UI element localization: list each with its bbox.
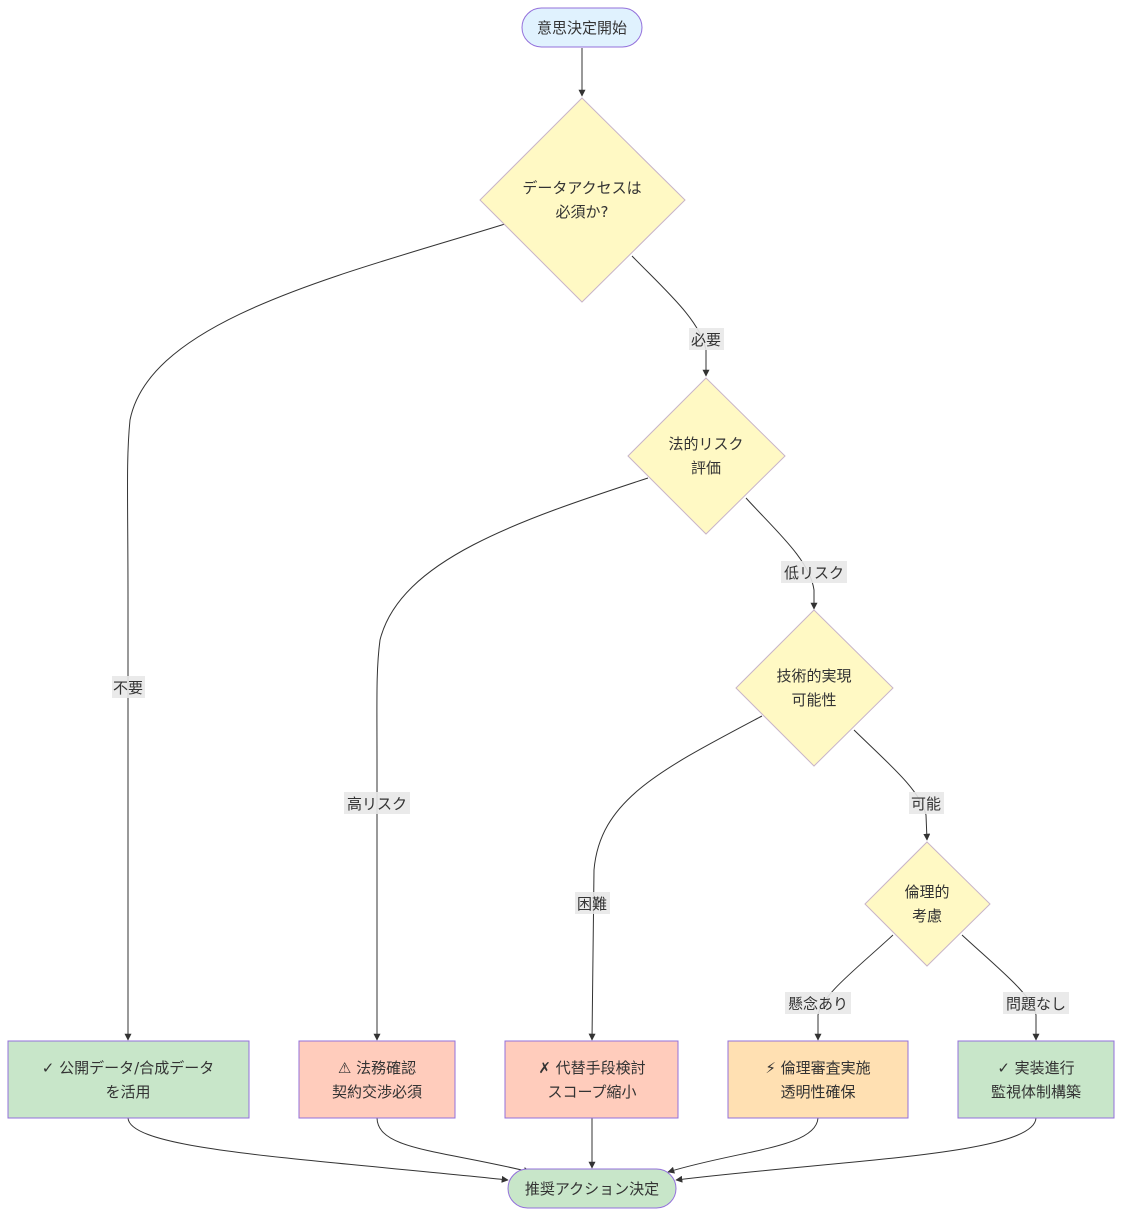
edge-tech-difficult: [588, 715, 763, 1041]
svg-text:必須か?: 必須か?: [556, 203, 609, 221]
node-ethics-review-outcome: ⚡ 倫理審査実施 透明性確保: [727, 1040, 909, 1119]
svg-text:契約交渉必須: 契約交渉必須: [332, 1083, 422, 1101]
svg-text:高リスク: 高リスク: [347, 795, 407, 813]
edge-data-access-not-needed: [124, 223, 506, 1041]
node-legal-risk-decision: 法的リスク 評価: [627, 377, 786, 535]
outcome-box: [957, 1040, 1115, 1119]
edge-label-high-risk: 高リスク: [344, 792, 410, 814]
svg-text:可能性: 可能性: [791, 691, 836, 709]
svg-text:スコープ縮小: スコープ縮小: [547, 1083, 636, 1101]
start-terminal: [521, 7, 643, 48]
decision-diamond: [864, 841, 991, 967]
node-end: 推奨アクション決定: [507, 1168, 677, 1209]
node-legal-contract-outcome: ⚠ 法務確認 契約交渉必須: [298, 1040, 456, 1119]
outcome-box: [504, 1040, 679, 1119]
svg-text:必要: 必要: [691, 331, 721, 349]
svg-text:可能: 可能: [911, 795, 941, 813]
svg-text:⚡ 倫理審査実施: ⚡ 倫理審査実施: [765, 1059, 870, 1077]
edge-label-difficult: 困難: [575, 892, 610, 914]
edge-ethics-concern: [814, 934, 894, 1041]
edge-label-possible: 可能: [909, 792, 944, 814]
edges: [124, 48, 1040, 1183]
svg-text:考慮: 考慮: [912, 907, 942, 925]
svg-text:透明性確保: 透明性確保: [780, 1083, 855, 1101]
outcome-box: [7, 1040, 250, 1119]
svg-text:法的リスク: 法的リスク: [668, 435, 743, 453]
edge-ethics-no-issue: [961, 934, 1040, 1041]
svg-text:✓ 実装進行: ✓ 実装進行: [997, 1059, 1074, 1077]
edge-label-low-risk: 低リスク: [781, 561, 847, 583]
edge-label-concern: 懸念あり: [785, 992, 851, 1014]
node-data-access-decision: データアクセスは 必須か?: [479, 97, 686, 303]
svg-text:不要: 不要: [113, 679, 143, 697]
edge-ethics-review-to-end: [667, 1117, 819, 1174]
svg-text:監視体制構築: 監視体制構築: [991, 1083, 1081, 1101]
node-tech-feasibility-decision: 技術的実現 可能性: [735, 609, 894, 767]
svg-text:推奨アクション決定: 推奨アクション決定: [525, 1180, 659, 1198]
end-terminal: [507, 1168, 677, 1209]
outcome-box: [298, 1040, 456, 1119]
svg-text:を活用: を活用: [105, 1083, 150, 1101]
svg-text:評価: 評価: [691, 459, 721, 477]
decision-diamond: [479, 97, 686, 303]
svg-text:✓ 公開データ/合成データ: ✓ 公開データ/合成データ: [42, 1059, 214, 1077]
svg-text:困難: 困難: [577, 895, 607, 913]
svg-text:低リスク: 低リスク: [784, 564, 844, 582]
node-public-data-outcome: ✓ 公開データ/合成データ を活用: [7, 1040, 250, 1119]
node-implement-outcome: ✓ 実装進行 監視体制構築: [957, 1040, 1115, 1119]
edge-tech-possible: [853, 729, 931, 841]
edge-label-needed: 必要: [689, 328, 724, 350]
nodes: 意思決定開始 データアクセスは 必須か? 法的リスク 評価 技術的実現 可能性 …: [7, 7, 1115, 1209]
edge-legal-high-risk: [373, 477, 649, 1041]
svg-text:懸念あり: 懸念あり: [788, 995, 848, 1013]
svg-text:データアクセスは: データアクセスは: [522, 179, 641, 197]
edge-public-to-end: [127, 1117, 509, 1183]
node-start: 意思決定開始: [521, 7, 643, 48]
svg-text:⚠ 法務確認: ⚠ 法務確認: [338, 1059, 416, 1077]
decision-diamond: [735, 609, 894, 767]
edge-legal-low-risk: [745, 497, 818, 610]
decision-diamond: [627, 377, 786, 535]
edge-label-no-issue: 問題なし: [1003, 992, 1069, 1014]
edge-data-access-needed: [631, 255, 710, 377]
svg-text:✗ 代替手段検討: ✗ 代替手段検討: [538, 1059, 645, 1077]
svg-text:技術的実現: 技術的実現: [776, 667, 851, 685]
node-alternative-outcome: ✗ 代替手段検討 スコープ縮小: [504, 1040, 679, 1119]
node-ethics-decision: 倫理的 考慮: [864, 841, 991, 967]
edge-implement-to-end: [675, 1117, 1037, 1183]
edge-label-not-needed: 不要: [112, 676, 145, 698]
svg-text:倫理的: 倫理的: [904, 883, 949, 901]
svg-text:意思決定開始: 意思決定開始: [537, 19, 627, 37]
edge-legal-to-end: [376, 1117, 531, 1174]
svg-text:問題なし: 問題なし: [1006, 995, 1066, 1013]
outcome-box: [727, 1040, 909, 1119]
edge-labels: 不要 必要 高リスク 低リスク 困難 可能 懸念あり 問題なし: [112, 328, 1069, 1014]
